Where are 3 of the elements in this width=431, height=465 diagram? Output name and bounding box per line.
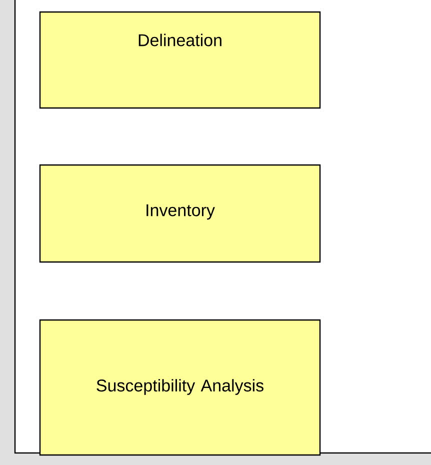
process-box: Susceptibility Analysis [39,319,321,456]
process-box: Inventory [39,164,321,263]
process-box: Delineation [39,11,321,109]
